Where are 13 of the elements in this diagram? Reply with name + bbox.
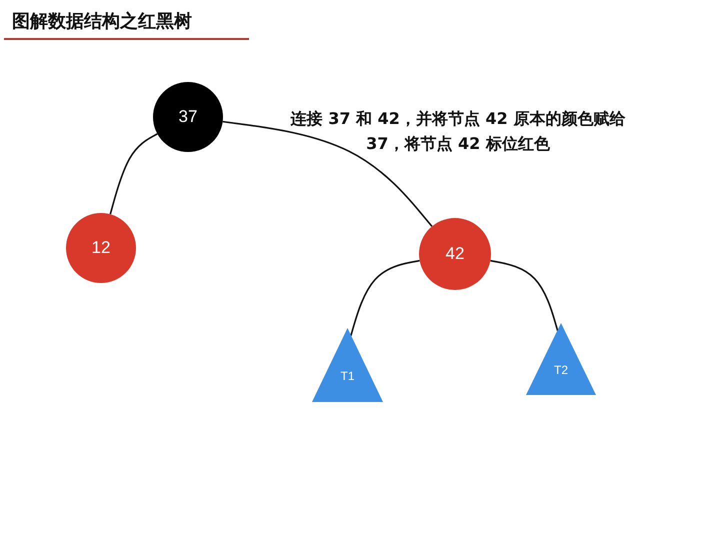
node-key: 37 (178, 107, 198, 127)
connector-line (222, 120, 433, 227)
connector-line (350, 260, 420, 338)
node-key: 42 (446, 244, 464, 264)
subtree-label: T1 (340, 369, 354, 383)
subtree-triangle (526, 323, 596, 395)
connector-line (110, 133, 158, 214)
subtree-triangle (312, 328, 383, 402)
connector-line (490, 260, 559, 332)
node-key: 12 (92, 238, 110, 258)
note-text: 连接 37 和 42，并将节点 42 原本的颜色赋给 37，将节点 42 标位红色 (290, 108, 626, 155)
subtree-label: T2 (554, 363, 568, 377)
title: 图解数据结构之红黑树 (12, 10, 192, 33)
